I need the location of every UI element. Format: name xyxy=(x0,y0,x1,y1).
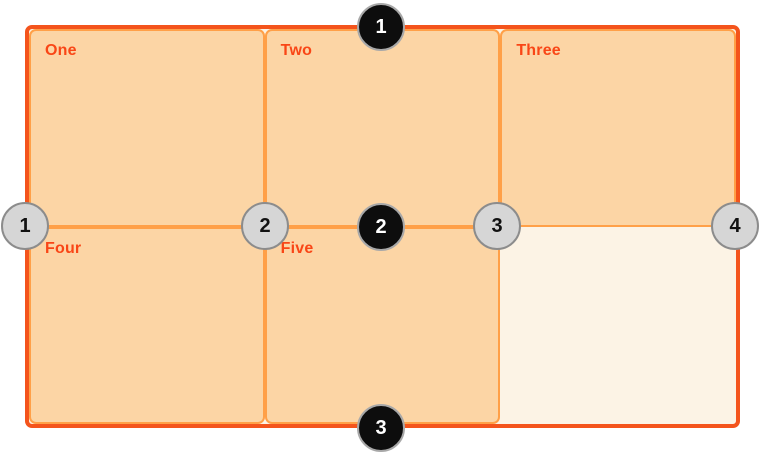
grid-cell-four: Four xyxy=(29,226,265,424)
column-line-badge-3: 3 xyxy=(473,202,521,250)
grid-cell-three: Three xyxy=(500,29,736,227)
grid-cell-one: One xyxy=(29,29,265,227)
row-line-number: 1 xyxy=(375,15,387,38)
grid-cell-label: Four xyxy=(45,239,82,257)
grid-cell-label: One xyxy=(45,42,77,59)
grid-cell-label: Two xyxy=(280,42,313,59)
grid: One Two Three Four Five xyxy=(29,29,736,424)
grid-container: One Two Three Four Five xyxy=(25,25,740,428)
column-line-number: 3 xyxy=(491,214,503,237)
row-line-badge-1: 1 xyxy=(357,3,405,51)
column-line-number: 4 xyxy=(729,214,741,237)
row-line-badge-2: 2 xyxy=(357,203,405,251)
column-line-badge-4: 4 xyxy=(711,202,759,250)
column-line-number: 2 xyxy=(259,214,271,237)
empty-grid-cell xyxy=(500,227,736,425)
grid-cell-label: Three xyxy=(516,42,561,59)
column-line-badge-2: 2 xyxy=(241,202,289,250)
grid-cell-label: Five xyxy=(280,239,314,257)
row-line-badge-3: 3 xyxy=(357,404,405,452)
column-line-number: 1 xyxy=(19,214,31,237)
row-line-number: 2 xyxy=(375,215,387,238)
grid-cell-two: Two xyxy=(264,29,501,227)
column-line-badge-1: 1 xyxy=(1,202,49,250)
grid-cell-five: Five xyxy=(264,226,501,424)
row-line-number: 3 xyxy=(375,416,387,439)
